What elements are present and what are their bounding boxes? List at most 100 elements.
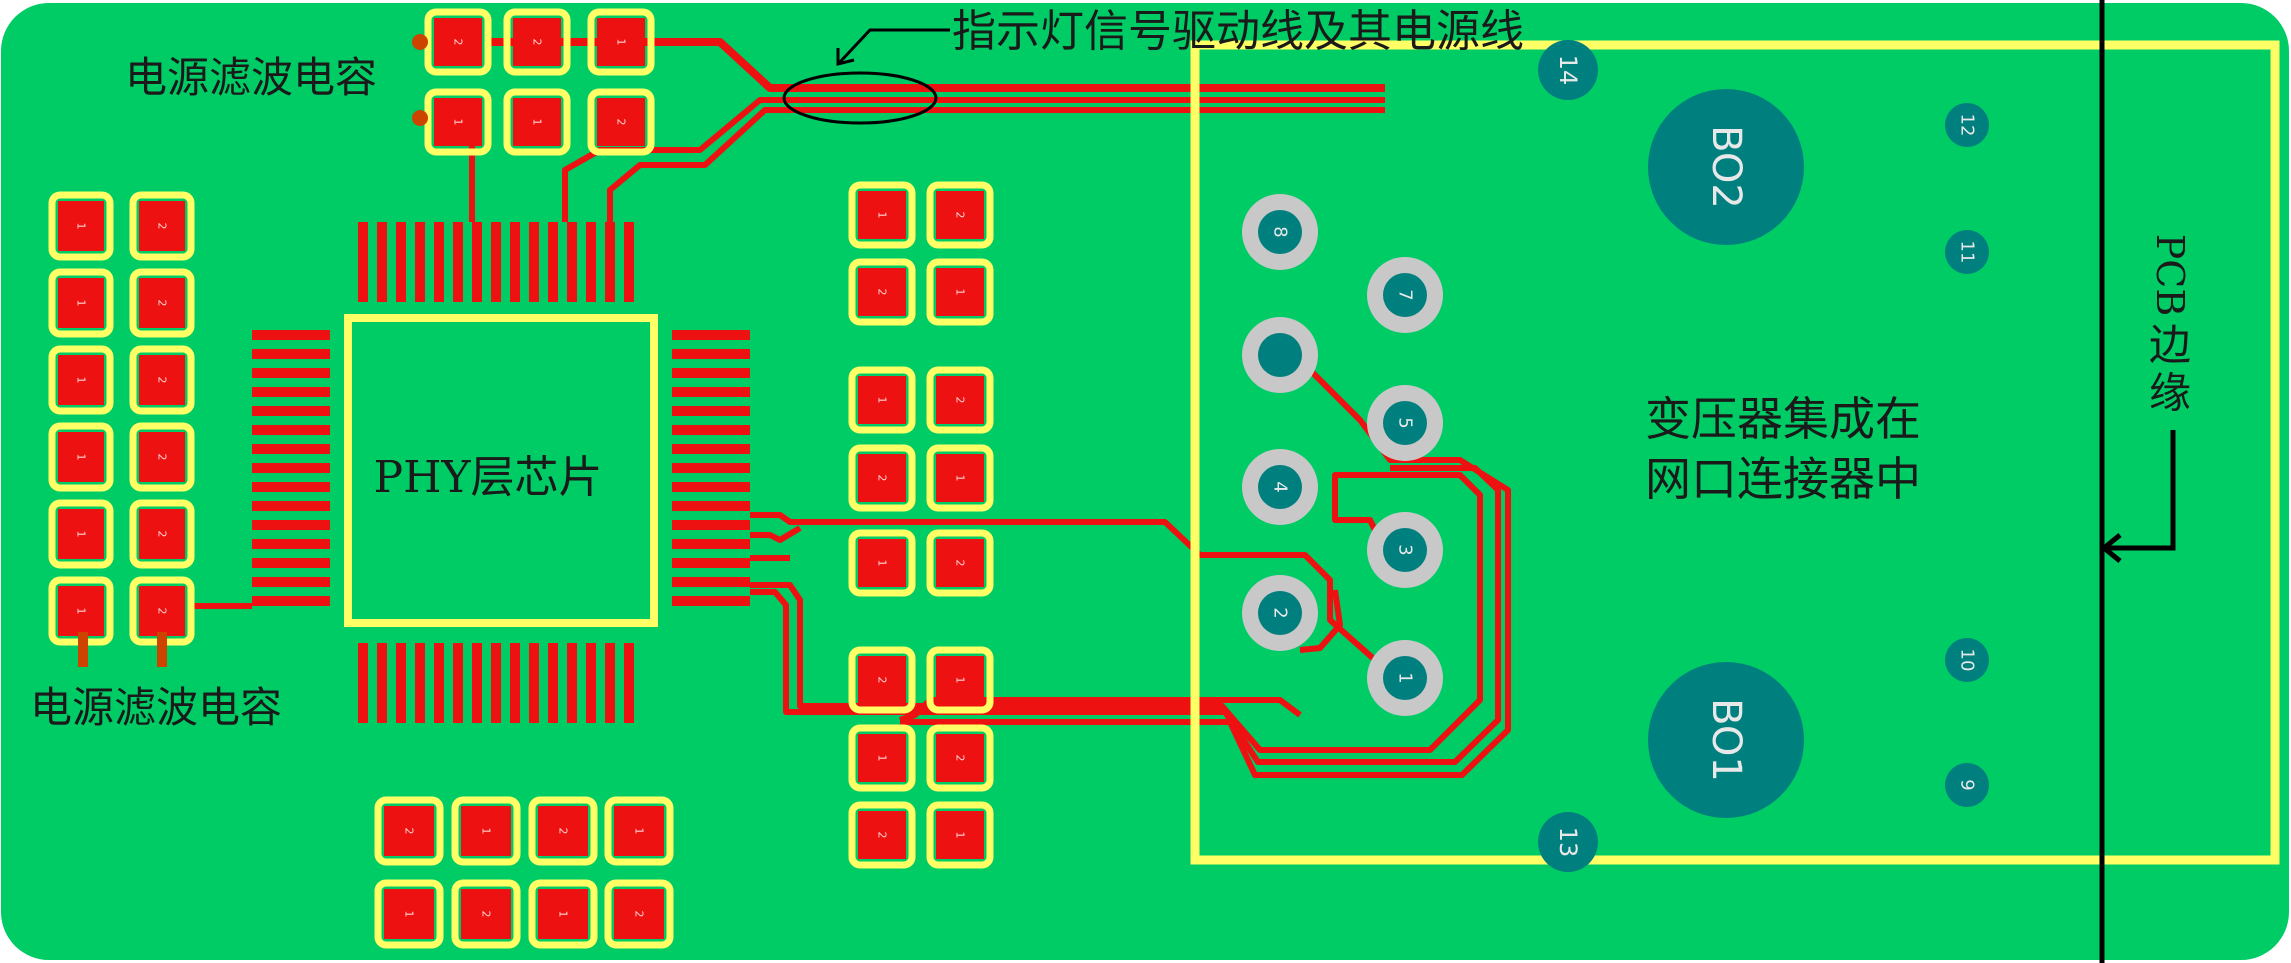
pad-number: 1 <box>75 608 88 615</box>
chip-pin-right <box>672 425 750 435</box>
connector-pin-number: 5 <box>1395 417 1416 428</box>
pad-outline <box>848 646 916 714</box>
cap-lead <box>412 34 428 50</box>
chip-pin-left <box>252 444 330 454</box>
copper-trace <box>1299 589 1343 653</box>
chip-pin-bottom <box>605 643 615 723</box>
pad-number: 1 <box>75 300 88 307</box>
shield-pin <box>1945 230 1989 274</box>
pad-outline <box>451 879 521 949</box>
smd-pad <box>936 734 984 782</box>
pad-number: 1 <box>75 223 88 230</box>
pcb-edge-arrow <box>2100 430 2176 563</box>
pad-outline <box>926 181 994 249</box>
pad-outline <box>926 724 994 792</box>
chip-pin-bottom <box>529 643 539 723</box>
pad-number: 1 <box>954 832 967 839</box>
connector-pin-number: 4 <box>1270 481 1291 492</box>
shield-pin-number: 14 <box>1554 55 1582 86</box>
pad-outline <box>926 801 994 869</box>
shield-pin-number: 10 <box>1957 649 1978 672</box>
smd-pad <box>513 98 561 146</box>
chip-pin-bottom <box>377 643 387 723</box>
pad-outline <box>451 796 521 866</box>
smd-pad <box>58 432 104 482</box>
pad-number: 2 <box>156 454 169 461</box>
chip-pin-top <box>358 222 368 302</box>
chip-pin-right <box>672 539 750 549</box>
pad-outline <box>424 88 492 156</box>
chip-pin-left <box>252 349 330 359</box>
pad-number: 1 <box>954 289 967 296</box>
pad-outline <box>604 796 674 866</box>
chip-pin-left <box>252 558 330 568</box>
smd-pad <box>434 98 482 146</box>
pad-number: 1 <box>557 911 570 918</box>
chip-pin-top <box>491 222 501 302</box>
connector-pin-number: 2 <box>1270 607 1291 618</box>
mount-hole-label: BO1 <box>1703 698 1749 782</box>
pad-number: 2 <box>876 677 889 684</box>
chip-pin-left <box>252 577 330 587</box>
mount-hole-label: BO2 <box>1703 125 1749 209</box>
chip-pin-right <box>672 558 750 568</box>
chip-pin-left <box>252 539 330 549</box>
pad-number: 2 <box>156 377 169 384</box>
pad-number: 1 <box>403 911 416 918</box>
pad-number: 2 <box>156 531 169 538</box>
chip-pin-right <box>672 577 750 587</box>
shield-pin-number: 11 <box>1957 241 1978 264</box>
pad-outline <box>48 191 114 261</box>
pad-number: 1 <box>531 119 544 126</box>
smd-pad <box>858 454 906 502</box>
chip-pin-left <box>252 425 330 435</box>
copper-trace <box>750 472 1483 753</box>
mount-hole-bo1: BO1 <box>1648 662 1804 818</box>
chip-pin-right <box>672 520 750 530</box>
chip-pin-bottom <box>396 643 406 723</box>
pad-outline <box>848 444 916 512</box>
smd-pad <box>139 278 185 328</box>
pad-number: 1 <box>954 475 967 482</box>
pad-outline <box>848 366 916 434</box>
chip-pin-top <box>396 222 406 302</box>
connector-pin-number: 3 <box>1395 544 1416 555</box>
smd-pad <box>538 889 588 939</box>
chip-pin-top <box>453 222 463 302</box>
shield-pin-number: 13 <box>1554 827 1582 858</box>
svg-text:缘: 缘 <box>2149 369 2191 418</box>
label-pcb-edge: PCB 边 缘 <box>2148 234 2192 418</box>
smd-pad <box>614 806 664 856</box>
pad-number: 1 <box>452 119 465 126</box>
chip-pin-right <box>672 596 750 606</box>
cap-lead <box>412 110 428 126</box>
smd-pad <box>858 656 906 704</box>
chip-pin-left <box>252 387 330 397</box>
svg-text:PCB: PCB <box>2148 234 2192 317</box>
pad-outline <box>129 268 195 338</box>
connector-pin <box>1383 273 1427 317</box>
pad-number: 2 <box>452 39 465 46</box>
pad-outline <box>848 181 916 249</box>
smd-pad <box>936 376 984 424</box>
pad-number: 1 <box>954 677 967 684</box>
chip-pin-left <box>252 330 330 340</box>
smd-pad <box>58 355 104 405</box>
pad-number: 1 <box>615 39 628 46</box>
copper-traces <box>191 38 1511 778</box>
smd-pad <box>58 509 104 559</box>
chip-pin-top <box>415 222 425 302</box>
pad-outline <box>587 8 655 76</box>
chip-pin-top <box>434 222 444 302</box>
smd-pad <box>858 811 906 859</box>
chip-pin-top <box>377 222 387 302</box>
chip-pin-right <box>672 406 750 416</box>
pad-outline <box>129 422 195 492</box>
pad-number: 1 <box>75 454 88 461</box>
pad-outline <box>374 879 444 949</box>
connector-pin-number: 1 <box>1395 672 1416 683</box>
pad-number: 2 <box>615 119 628 126</box>
smd-pad <box>858 268 906 316</box>
pad-outline <box>926 444 994 512</box>
